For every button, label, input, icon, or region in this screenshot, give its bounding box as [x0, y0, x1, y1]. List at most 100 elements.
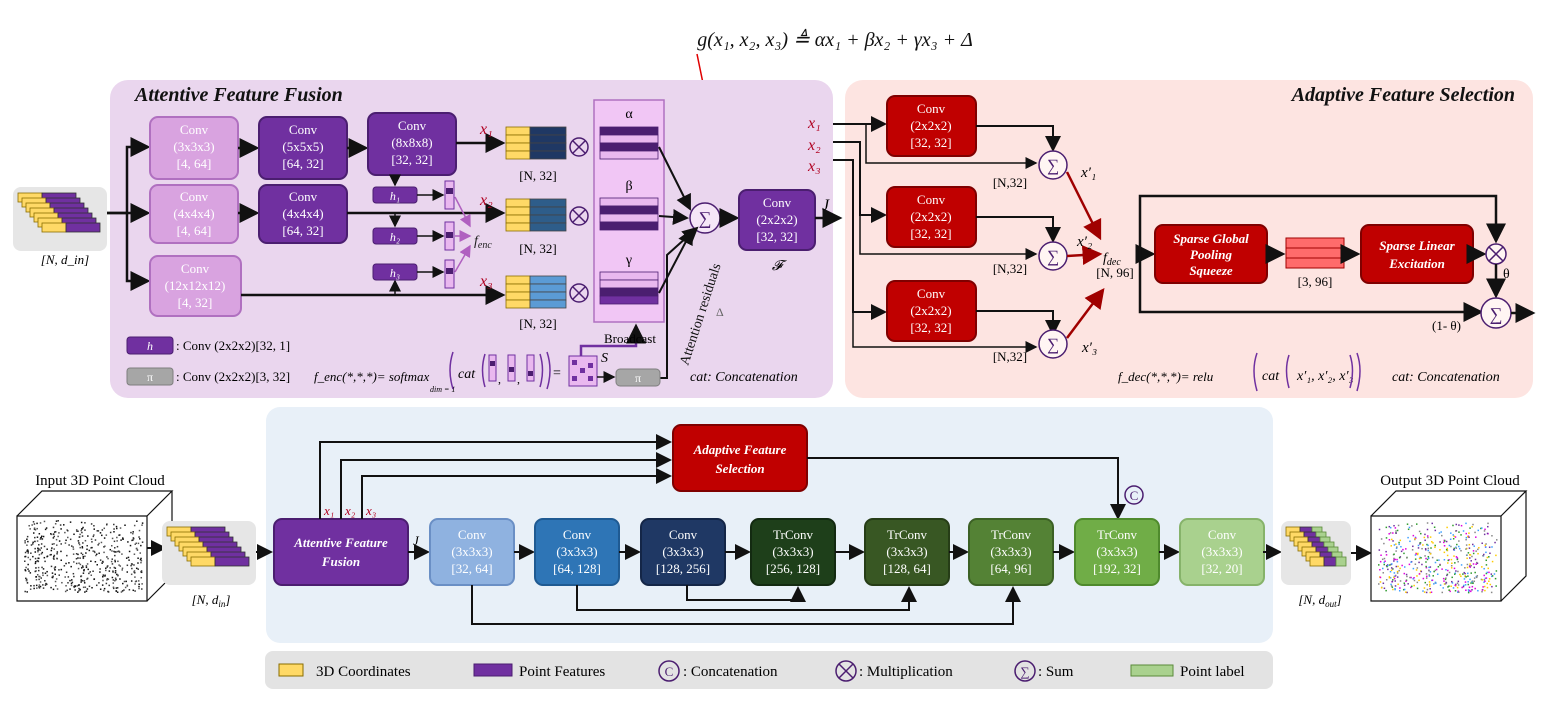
pi-block: π [615, 368, 661, 387]
svg-text:(3x3x3): (3x3x3) [1096, 544, 1137, 559]
svg-text:(3x3x3): (3x3x3) [173, 139, 214, 154]
svg-text:[64, 96]: [64, 96] [990, 561, 1031, 576]
svg-text:∑: ∑ [1020, 664, 1029, 679]
svg-text:h₂: h₂ [390, 230, 400, 244]
g-formula: g(x₁, x₂, x₃) ≜ αx₁ + βx₂ + γx₃ + Δ [697, 28, 973, 51]
svg-text:Conv: Conv [917, 101, 946, 116]
afs-cat-note: cat: Concatenation [1392, 370, 1500, 385]
svg-text:(2x2x2): (2x2x2) [910, 118, 951, 133]
pipeline-block-2: Conv(3x3x3)[64, 128] [534, 518, 620, 586]
bottom-j-label: J [413, 533, 420, 548]
svg-text:cat: cat [458, 367, 476, 382]
svg-text:[192, 32]: [192, 32] [1093, 561, 1141, 576]
aff-x2-label: x₂ [479, 192, 493, 209]
svg-text:π: π [147, 370, 153, 384]
x1-shape: [N, 32] [519, 168, 557, 183]
svg-text:Point label: Point label [1180, 664, 1245, 680]
xp1-label: x′₁ [1080, 165, 1096, 181]
h-vector-2 [444, 221, 455, 251]
output-title: Output 3D Point Cloud [1380, 473, 1520, 489]
sparse-global-pooling-block: Sparse Global Pooling Squeeze [1154, 224, 1268, 284]
afs-conv-2: Conv (2x2x2) [32, 32] [886, 186, 977, 248]
svg-text:Conv: Conv [181, 261, 210, 276]
xp3-label: x′₃ [1081, 340, 1097, 356]
svg-text:(3x3x3): (3x3x3) [451, 544, 492, 559]
afs-conv-1: Conv (2x2x2) [32, 32] [886, 95, 977, 157]
fdec-formula: f_dec(*,*,*)= relu cat x′₁, x′₂, x′₃ [1118, 352, 1361, 392]
legend-concat: C : Concatenation [658, 660, 778, 682]
svg-text:Attentive Feature: Attentive Feature [293, 535, 388, 550]
svg-text:Selection: Selection [715, 461, 764, 476]
afs-mult-circle [1485, 243, 1507, 265]
afs-x1-label: x₁ [807, 115, 821, 132]
afs-sum-2: ∑ [1038, 241, 1068, 271]
aff-sum-circle: ∑ [689, 202, 721, 234]
svg-text:=: = [553, 366, 561, 381]
svg-text:(3x3x3): (3x3x3) [886, 544, 927, 559]
svg-text:(5x5x5): (5x5x5) [282, 139, 323, 154]
svg-text:(3x3x3): (3x3x3) [662, 544, 703, 559]
svg-text:∑: ∑ [699, 208, 712, 228]
svg-text:[32, 32]: [32, 32] [910, 226, 951, 241]
legend-coords: 3D Coordinates [278, 663, 411, 680]
theta-label: θ [1503, 267, 1510, 282]
svg-text:(4x4x4): (4x4x4) [173, 206, 214, 221]
tensor-x3 [505, 275, 567, 309]
svg-text:(3x3x3): (3x3x3) [1201, 544, 1242, 559]
svg-text:TrConv: TrConv [991, 527, 1031, 542]
afs-final-sum: ∑ [1480, 297, 1512, 329]
svg-text:: Concatenation: : Concatenation [683, 664, 778, 680]
svg-text:Point Features: Point Features [519, 664, 605, 680]
afs-x3-label: x₃ [807, 158, 821, 175]
svg-text:γ: γ [625, 253, 632, 268]
tensor-x1 [505, 126, 567, 160]
svg-text:[32, 32]: [32, 32] [391, 152, 432, 167]
svg-text:h₁: h₁ [390, 189, 400, 203]
svg-text:∑: ∑ [1047, 247, 1059, 266]
aff-conv-c1: Conv (12x12x12) [4, 32] [149, 255, 242, 317]
bottom-x3: x₃ [365, 503, 376, 518]
delta-symbol: Δ [716, 305, 724, 319]
svg-text:Sparse Global: Sparse Global [1173, 231, 1249, 246]
svg-text:α: α [625, 107, 633, 122]
svg-text:x′₁, x′₂, x′₃: x′₁, x′₂, x′₃ [1296, 369, 1354, 384]
svg-text:[64, 128]: [64, 128] [553, 561, 601, 576]
svg-text:TrConv: TrConv [1097, 527, 1137, 542]
svg-text:[32, 32]: [32, 32] [910, 135, 951, 150]
attention-weights-panel: α β γ [593, 99, 665, 323]
svg-text:[64, 32]: [64, 32] [282, 223, 323, 238]
svg-text:[256, 128]: [256, 128] [766, 561, 820, 576]
aff-input-stack [13, 187, 107, 251]
svg-text:[128, 256]: [128, 256] [656, 561, 710, 576]
bottom-x1: x₁ [323, 503, 334, 518]
bottom-aff-block: Attentive Feature Fusion [273, 518, 409, 586]
afs-title: Adaptive Feature Selection [1290, 84, 1515, 106]
svg-text:Conv: Conv [917, 192, 946, 207]
svg-text:Conv: Conv [917, 286, 946, 301]
aff-conv-f: Conv (2x2x2) [32, 32] [738, 189, 816, 251]
mult-circle-2 [569, 206, 589, 226]
bottom-afs-block: Adaptive Feature Selection [672, 424, 808, 492]
legend-h: h : Conv (2x2x2)[32, 1] [126, 336, 290, 355]
svg-text:∑: ∑ [1490, 304, 1503, 324]
output-point-cloud [1370, 490, 1528, 602]
svg-text:[32, 64]: [32, 64] [451, 561, 492, 576]
svg-text:TrConv: TrConv [887, 527, 927, 542]
concat-symbol: C [1124, 485, 1144, 505]
svg-text:h₃: h₃ [390, 266, 400, 280]
svg-text:[32, 32]: [32, 32] [910, 320, 951, 335]
s-matrix [568, 355, 598, 387]
svg-text:: Multiplication: : Multiplication [859, 664, 953, 680]
svg-text:β: β [625, 179, 632, 194]
svg-text:[4, 64]: [4, 64] [177, 156, 212, 171]
x3-shape: [N, 32] [519, 316, 557, 331]
svg-text:h: h [147, 339, 153, 353]
svg-text:[64, 32]: [64, 32] [282, 156, 323, 171]
h-vector-3 [444, 259, 455, 289]
svg-text:(2x2x2): (2x2x2) [910, 209, 951, 224]
aff-x1-label: x₁ [479, 121, 493, 138]
aff-x3-label: x₃ [479, 273, 493, 290]
aff-j-label: J [822, 197, 830, 214]
svg-text:(2x2x2): (2x2x2) [756, 212, 797, 227]
svg-text:[128, 64]: [128, 64] [883, 561, 931, 576]
